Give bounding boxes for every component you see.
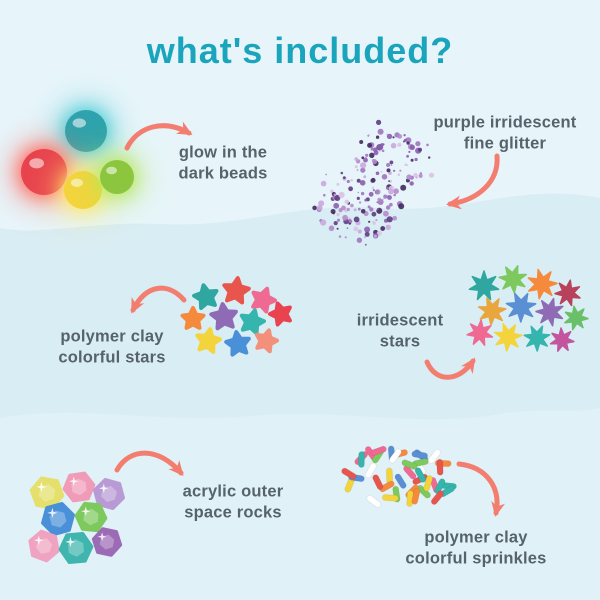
wave-top bbox=[0, 0, 600, 231]
label-space-rocks: acrylic outer space rocks bbox=[182, 482, 284, 522]
arrows-layer bbox=[114, 121, 506, 517]
irridescent-stars-graphic bbox=[466, 265, 589, 352]
glow-beads-graphic bbox=[21, 110, 134, 209]
label-purple-glitter: purple irridescent fine glitter bbox=[433, 113, 577, 153]
arrow-purple-glitter bbox=[446, 153, 500, 210]
arrow-space-rocks bbox=[114, 450, 184, 477]
arrow-clay-sprinkles bbox=[456, 461, 506, 517]
purple-glitter-graphic bbox=[312, 119, 435, 246]
label-irridescent-stars: irridescent stars bbox=[356, 311, 444, 351]
arrow-clay-stars bbox=[130, 285, 187, 314]
space-rocks-graphic bbox=[28, 471, 125, 564]
page-title: what's included? bbox=[146, 30, 454, 71]
label-clay-sprinkles: polymer clay colorful sprinkles bbox=[405, 528, 547, 568]
label-clay-stars: polymer clay colorful stars bbox=[58, 327, 166, 367]
clay-stars-graphic bbox=[180, 276, 292, 357]
arrow-glow-beads bbox=[124, 121, 193, 151]
label-glow-beads: glow in the dark beads bbox=[178, 143, 268, 183]
arrow-irridescent-stars bbox=[424, 357, 476, 380]
clay-sprinkles-graphic bbox=[341, 445, 457, 508]
